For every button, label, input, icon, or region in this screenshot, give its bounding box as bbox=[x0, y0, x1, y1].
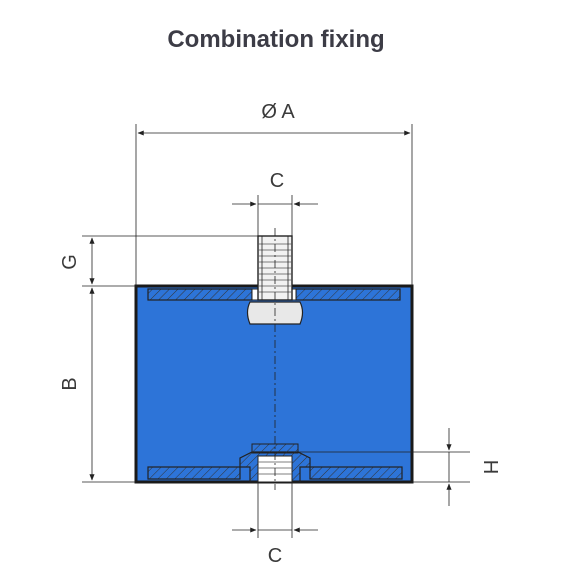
dimension-b-label: B bbox=[59, 377, 81, 390]
dimension-c-top-label: C bbox=[270, 170, 284, 192]
dimension-g: G bbox=[59, 235, 258, 287]
dimension-c-top: C bbox=[232, 170, 318, 236]
dimension-a: Ø A bbox=[135, 101, 413, 286]
dimension-c-bottom: C bbox=[232, 482, 318, 567]
dimension-a-label: Ø A bbox=[261, 101, 295, 123]
dimension-h-label: H bbox=[479, 460, 501, 474]
bottom-plate bbox=[147, 466, 403, 480]
diagram-title: Combination fixing bbox=[167, 26, 385, 53]
dimension-g-label: G bbox=[59, 254, 81, 270]
dimension-h: H bbox=[298, 428, 501, 506]
dimension-c-bottom-label: C bbox=[268, 545, 282, 567]
dimension-b: B bbox=[59, 287, 136, 483]
